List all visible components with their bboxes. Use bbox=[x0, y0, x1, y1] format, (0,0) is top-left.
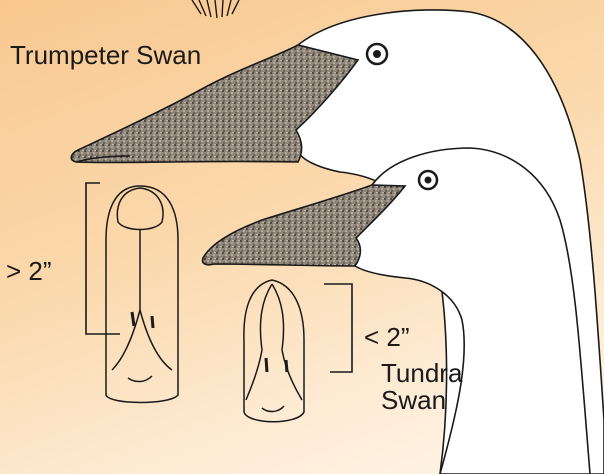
tundra-measure-bracket bbox=[324, 284, 352, 372]
tundra-bill-top-view bbox=[244, 280, 304, 422]
trumpeter-bill-top-view bbox=[106, 186, 178, 403]
tundra-swan-label: Tundra Swan bbox=[381, 360, 462, 415]
tundra-bill-measure: < 2” bbox=[364, 324, 410, 351]
tundra-label-line1: Tundra bbox=[381, 360, 462, 387]
tundra-eye-icon bbox=[419, 171, 437, 189]
trumpeter-eye-icon bbox=[367, 44, 387, 64]
trumpeter-swan-label: Trumpeter Swan bbox=[10, 42, 201, 69]
trumpeter-bill-measure: > 2” bbox=[6, 258, 52, 285]
tundra-label-line2: Swan bbox=[381, 387, 462, 414]
trumpeter-measure-bracket bbox=[86, 183, 120, 334]
feather-tuft bbox=[192, 0, 239, 18]
